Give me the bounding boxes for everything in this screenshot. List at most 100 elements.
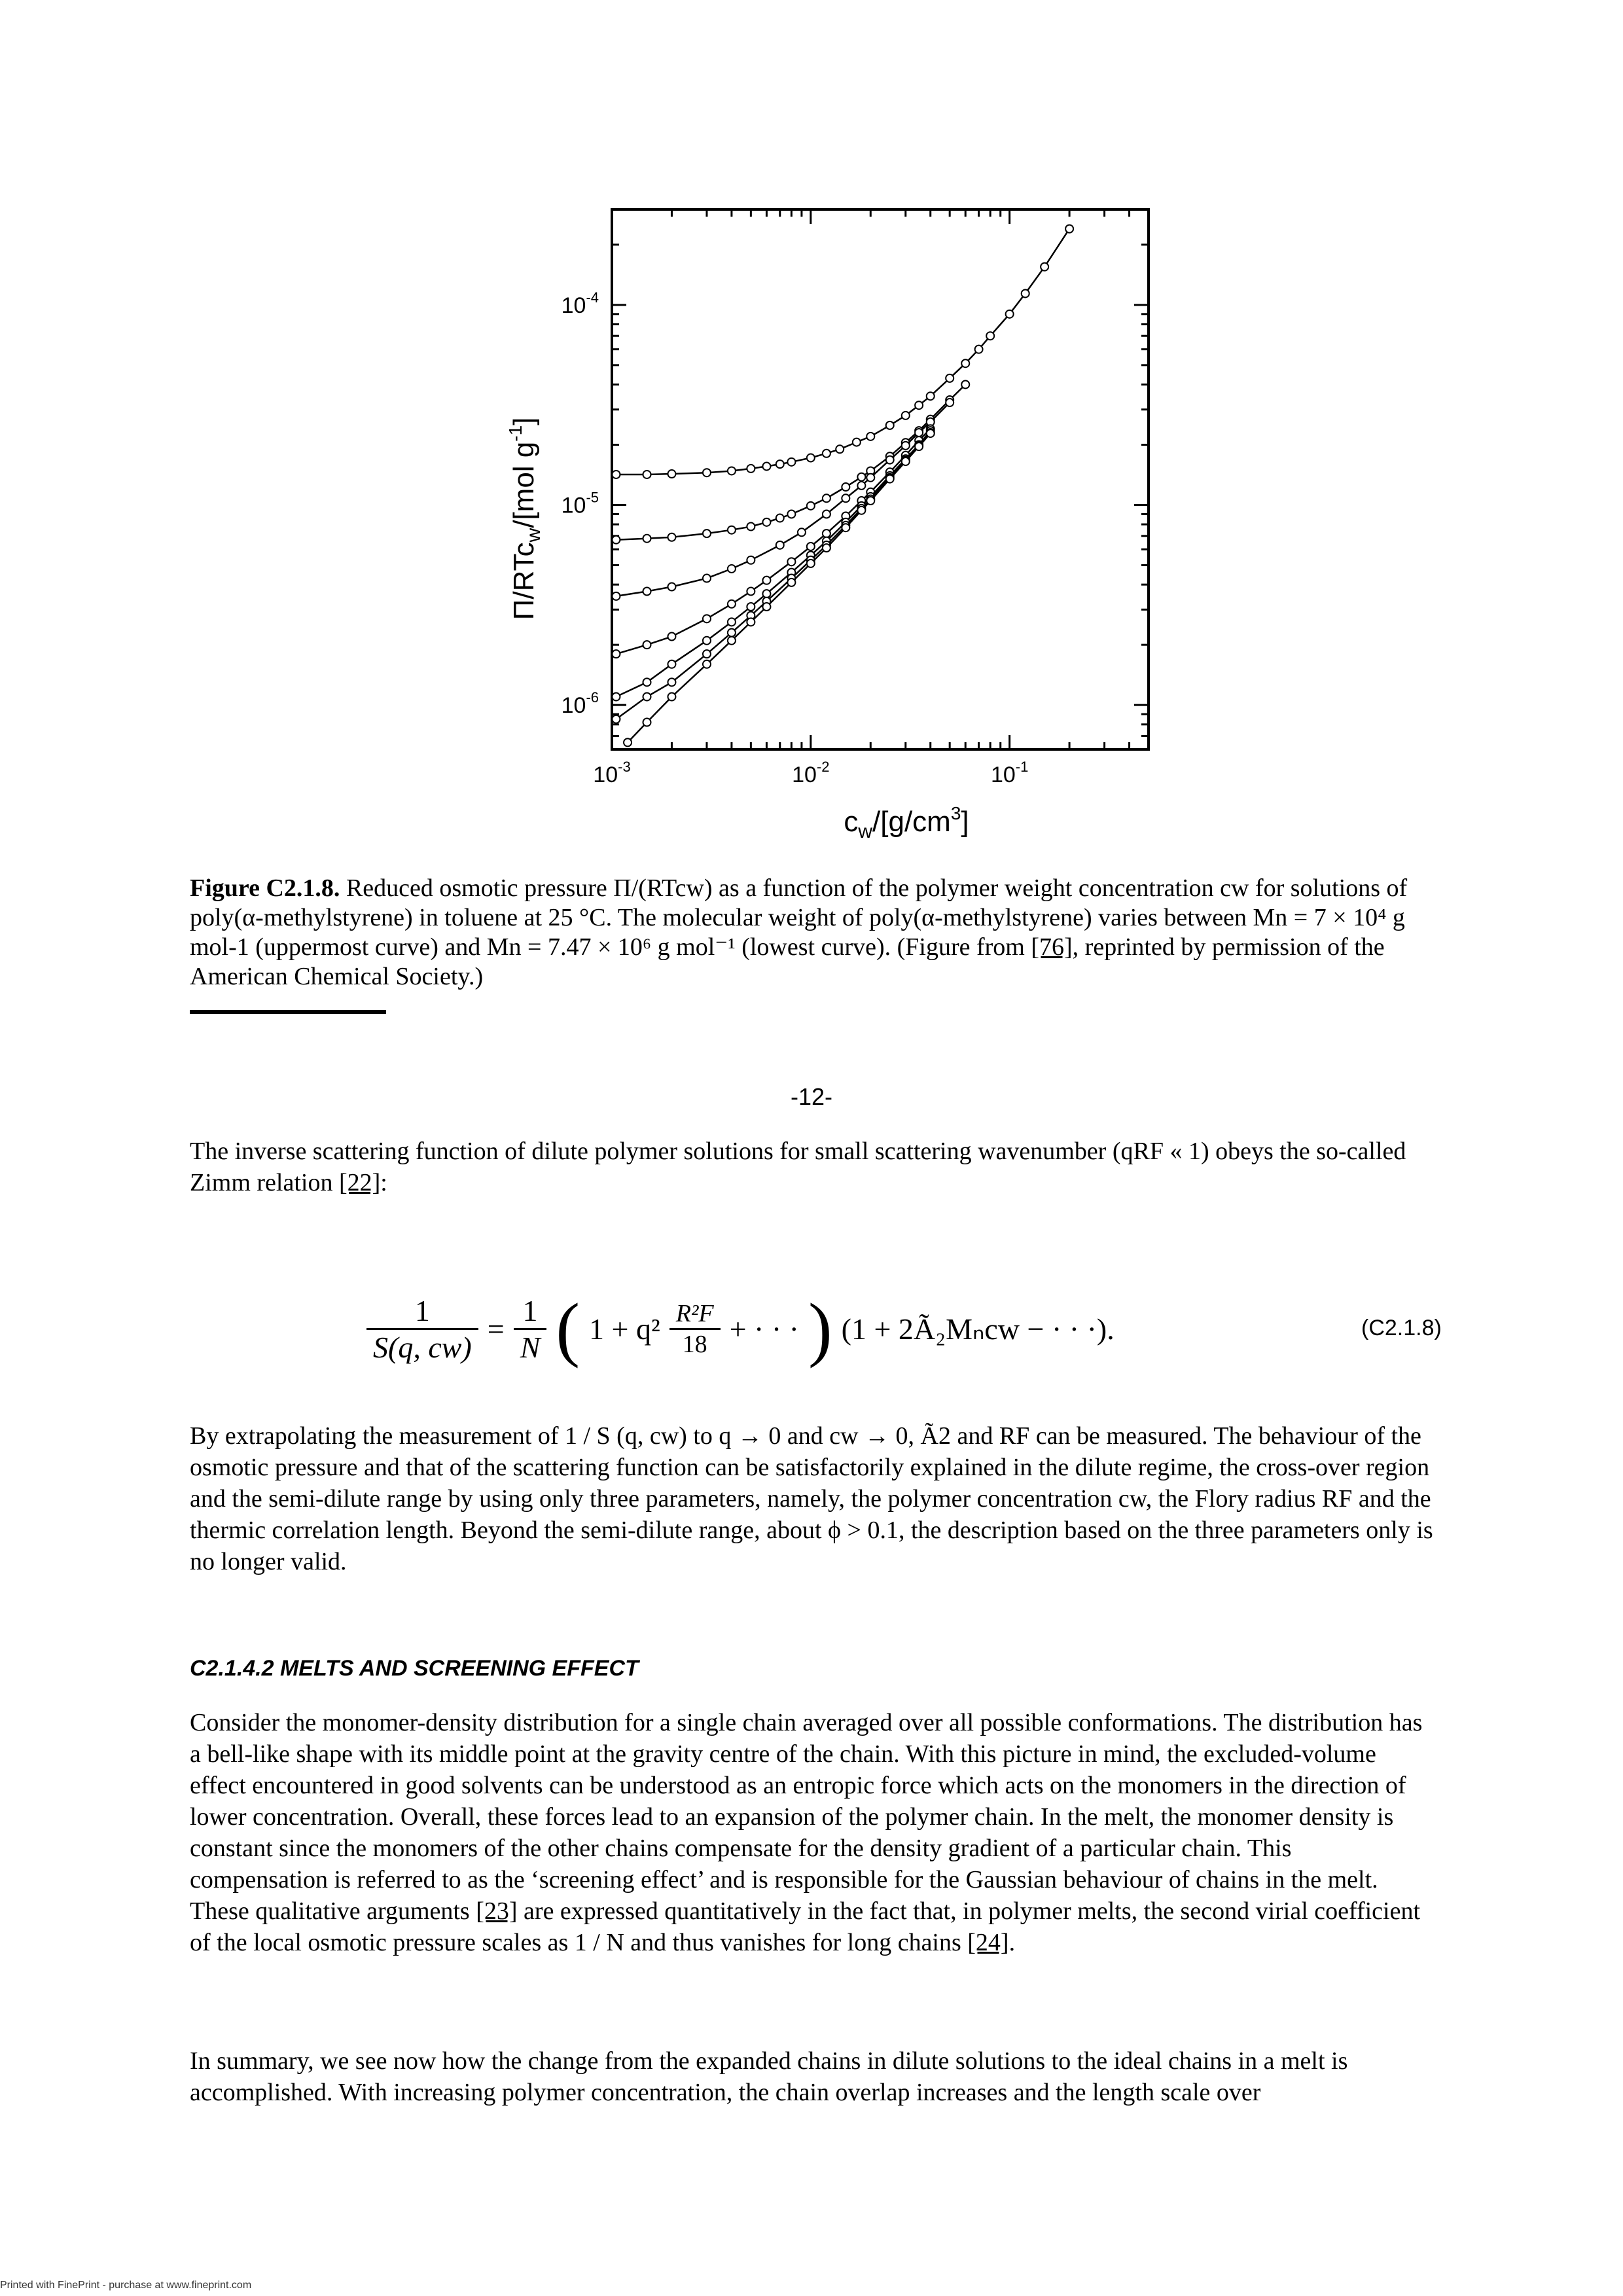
series-1-point bbox=[611, 469, 621, 479]
series-3-point bbox=[702, 573, 711, 583]
series-3-point bbox=[914, 427, 924, 437]
eq-lhs-den: S(q, cw) bbox=[373, 1330, 472, 1364]
series-6-point bbox=[611, 714, 621, 724]
series-2-point bbox=[961, 380, 971, 389]
x-tick-label: 10-3 bbox=[593, 759, 630, 787]
series-2-point bbox=[611, 535, 621, 545]
series-3-point bbox=[866, 473, 876, 482]
ref-24-link[interactable]: [24] bbox=[967, 1929, 1009, 1956]
y-tick-label: 10-5 bbox=[562, 490, 599, 518]
paragraph-summary: In summary, we see now how the change fr… bbox=[190, 2047, 1348, 2106]
para3-mid: are expressed quantitatively in the fact… bbox=[190, 1897, 1421, 1956]
series-7-point bbox=[746, 617, 756, 627]
series-1-point bbox=[885, 420, 895, 430]
series-6-point bbox=[642, 692, 652, 702]
eq-one-over-n: 1 N bbox=[513, 1293, 547, 1365]
series-7-point bbox=[702, 659, 711, 669]
para3-end: . bbox=[1008, 1929, 1016, 1956]
series-2-point bbox=[841, 482, 851, 492]
series-3-point bbox=[775, 540, 785, 550]
printer-footer: Printed with FinePrint - purchase at www… bbox=[0, 2280, 252, 2291]
series-1-point bbox=[702, 468, 711, 478]
series-2-point bbox=[806, 501, 815, 511]
series-4-point bbox=[746, 586, 756, 596]
series-3-point bbox=[841, 493, 851, 503]
series-1-point bbox=[726, 466, 736, 476]
eq-rf-frac: R²F 18 bbox=[669, 1299, 721, 1359]
series-5-point bbox=[702, 636, 711, 645]
y-axis-label: Π/RTcw/[mol g-1] bbox=[505, 418, 544, 620]
series-1-point bbox=[775, 459, 785, 469]
series-4-point bbox=[667, 632, 677, 641]
series-1-point bbox=[1020, 289, 1030, 298]
series-7-point bbox=[806, 558, 815, 568]
caption-text-end: , reprinted by permission of the America… bbox=[190, 933, 1385, 990]
paragraph-extrapolation: By extrapolating the measurement of 1 / … bbox=[190, 1422, 1433, 1575]
para3-text: Consider the monomer-density distributio… bbox=[190, 1709, 1423, 1925]
series-7-point bbox=[914, 442, 924, 452]
paragraph-screening: Consider the monomer-density distributio… bbox=[190, 1707, 1433, 1958]
equation-number: (C2.1.8) bbox=[1361, 1316, 1442, 1340]
series-1-point bbox=[961, 359, 971, 368]
series-2-point bbox=[702, 529, 711, 539]
series-3-point bbox=[642, 586, 652, 596]
series-6-point bbox=[702, 649, 711, 659]
series-7-point bbox=[925, 429, 935, 439]
series-3-line bbox=[616, 402, 951, 598]
series-5-point bbox=[726, 617, 736, 627]
caption-ref-link[interactable]: [76] bbox=[1031, 933, 1073, 961]
series-2-point bbox=[726, 525, 736, 535]
series-4-point bbox=[762, 575, 772, 585]
series-7-point bbox=[787, 577, 796, 587]
plot-frame bbox=[611, 208, 1150, 751]
series-2-point bbox=[775, 513, 785, 523]
figure-caption: Figure C2.1.8. Reduced osmotic pressure … bbox=[190, 874, 1433, 992]
series-1-point bbox=[901, 410, 910, 420]
series-2-point bbox=[762, 517, 772, 527]
ref-22-link[interactable]: [22] bbox=[338, 1169, 381, 1196]
series-7-point bbox=[821, 543, 831, 553]
series-1-point bbox=[1040, 262, 1050, 272]
series-7-point bbox=[762, 601, 772, 611]
para1-end: : bbox=[380, 1169, 387, 1196]
series-1-point bbox=[642, 469, 652, 479]
eq-rf-num: R²F bbox=[669, 1299, 721, 1330]
series-3-point bbox=[796, 528, 806, 537]
series-1-point bbox=[762, 461, 772, 471]
eq-rf-den: 18 bbox=[682, 1330, 707, 1358]
series-5-point bbox=[611, 692, 621, 702]
x-tick-label: 10-1 bbox=[991, 759, 1028, 787]
marks-group bbox=[611, 224, 1075, 747]
series-1-point bbox=[986, 331, 995, 341]
eq-equals: = bbox=[487, 1312, 505, 1346]
caption-label: Figure C2.1.8. bbox=[190, 874, 340, 902]
series-4-point bbox=[642, 640, 652, 650]
series-4-line bbox=[616, 428, 931, 655]
section-heading: C2.1.4.2 MELTS AND SCREENING EFFECT bbox=[190, 1656, 639, 1681]
series-1-line bbox=[616, 228, 1071, 476]
series-1-point bbox=[851, 437, 861, 447]
eq-lhs: 1 S(q, cw) bbox=[366, 1293, 478, 1365]
series-7-point bbox=[857, 505, 866, 515]
x-tick-label: 10-2 bbox=[792, 759, 829, 787]
series-7-point bbox=[866, 496, 876, 506]
ref-23-link[interactable]: [23] bbox=[476, 1897, 518, 1925]
series-5-point bbox=[667, 659, 677, 669]
series-1-point bbox=[821, 448, 831, 458]
series-3-point bbox=[611, 591, 621, 601]
para1-text: The inverse scattering function of dilut… bbox=[190, 1138, 1406, 1196]
series-7-point bbox=[726, 636, 736, 645]
series-4-point bbox=[806, 541, 815, 551]
eq-second-factor: (1 + 2Ã₂Mₙcw − · · ·). bbox=[841, 1312, 1115, 1346]
series-4-point bbox=[702, 614, 711, 624]
series-3-point bbox=[857, 480, 866, 490]
series-3-point bbox=[667, 582, 677, 592]
series-2-point bbox=[667, 532, 677, 542]
series-6-point bbox=[726, 628, 736, 637]
caption-text: Reduced osmotic pressure Π/(RTcw) as a f… bbox=[190, 874, 1408, 961]
series-7-point bbox=[642, 717, 652, 727]
eq-close-paren: ) bbox=[808, 1289, 832, 1369]
